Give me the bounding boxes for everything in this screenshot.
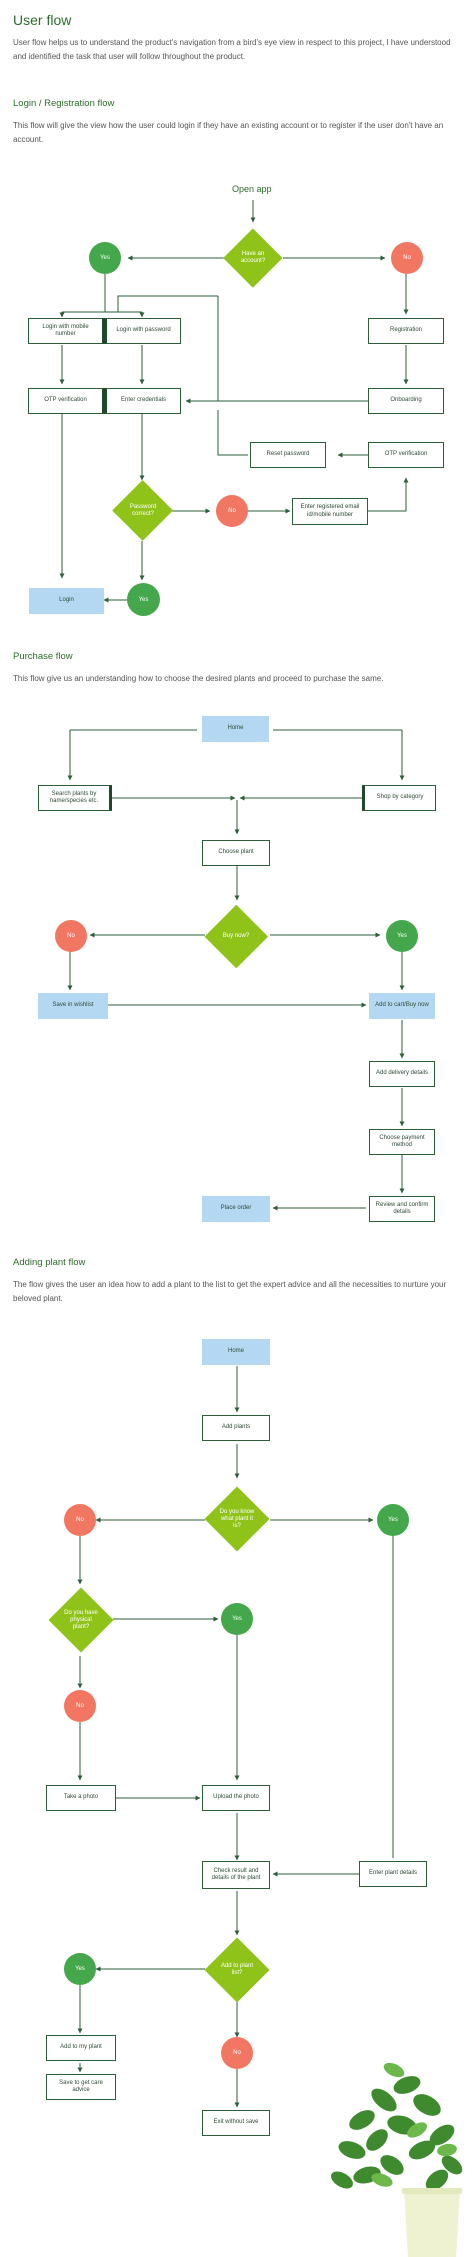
home-box: Home — [202, 716, 269, 742]
add-list-decision: Add to plant list? — [204, 1937, 270, 2003]
enter-credentials-box: Enter credentials — [104, 388, 181, 414]
onboarding-box: Onboarding — [368, 388, 444, 414]
buy-now-decision: Buy now? — [204, 904, 268, 968]
reset-password-box: Reset password — [250, 442, 326, 468]
no-node: No — [391, 242, 423, 274]
search-plants-box: Search plants by name/species etc. — [38, 785, 112, 811]
physical-yes-node: Yes — [221, 1603, 253, 1635]
password-no-node: No — [216, 495, 248, 527]
otp-verification-box: OTP verification — [28, 388, 105, 414]
wishlist-box: Save in wishlist — [38, 993, 108, 1019]
page-title: User flow — [13, 12, 72, 28]
check-result-box: Check result and details of the plant — [202, 1861, 270, 1889]
adding-flow-heading: Adding plant flow — [13, 1257, 86, 1268]
open-app-label: Open app — [232, 184, 272, 194]
know-plant-decision: Do you know what plant it is? — [204, 1486, 270, 1552]
password-yes-node: Yes — [127, 583, 160, 616]
enter-details-box: Enter plant details — [359, 1861, 427, 1887]
login-button-box: Login — [29, 588, 104, 614]
know-yes-node: Yes — [377, 1504, 409, 1536]
potted-plant-illustration — [331, 2062, 463, 2257]
add-cart-box: Add to cart/Buy now — [369, 993, 435, 1019]
delivery-box: Add delivery details — [369, 1061, 435, 1087]
buy-yes-node: Yes — [386, 920, 418, 952]
login-flow-desc: This flow will give the view how the use… — [13, 121, 444, 144]
know-no-node: No — [64, 1504, 96, 1536]
buy-no-node: No — [55, 920, 87, 952]
have-account-decision: Have an account? — [223, 228, 283, 288]
place-order-box: Place order — [202, 1196, 270, 1222]
review-box: Review and confirm details — [369, 1196, 435, 1222]
login-flow-heading: Login / Registration flow — [13, 98, 115, 109]
home-box-2: Home — [202, 1339, 270, 1365]
purchase-flow-heading: Purchase flow — [13, 651, 73, 662]
add-my-plant-box: Add to my plant — [46, 2035, 116, 2061]
add-list-yes-node: Yes — [64, 1953, 96, 1985]
otp-verification-right-box: OTP verification — [368, 442, 444, 468]
upload-photo-box: Upload the photo — [202, 1785, 270, 1811]
registration-box: Registration — [368, 318, 444, 344]
exit-box: Exit without save — [202, 2110, 270, 2136]
choose-plant-box: Choose plant — [202, 840, 270, 866]
add-plants-box: Add plants — [202, 1415, 270, 1441]
password-correct-decision: Password correct? — [112, 480, 174, 542]
intro-text: User flow helps us to understand the pro… — [13, 38, 451, 61]
take-photo-box: Take a photo — [46, 1785, 116, 1811]
purchase-flow-desc: This flow give us an understanding how t… — [13, 674, 384, 683]
physical-no-node: No — [64, 1690, 96, 1722]
physical-plant-decision: Do you have physical plant? — [48, 1587, 114, 1653]
enter-registered-box: Enter registered email id/mobile number — [292, 498, 368, 525]
adding-flow-desc: The flow gives the user an idea how to a… — [13, 1280, 447, 1303]
shop-category-box: Shop by category — [362, 785, 436, 811]
payment-box: Choose payment method — [369, 1129, 435, 1155]
login-password-box: Login with password — [104, 318, 181, 344]
login-mobile-box: Login with mobile number — [28, 318, 105, 344]
save-advice-box: Save to get care advice — [46, 2074, 116, 2100]
yes-node: Yes — [89, 242, 121, 274]
add-list-no-node: No — [221, 2037, 253, 2069]
